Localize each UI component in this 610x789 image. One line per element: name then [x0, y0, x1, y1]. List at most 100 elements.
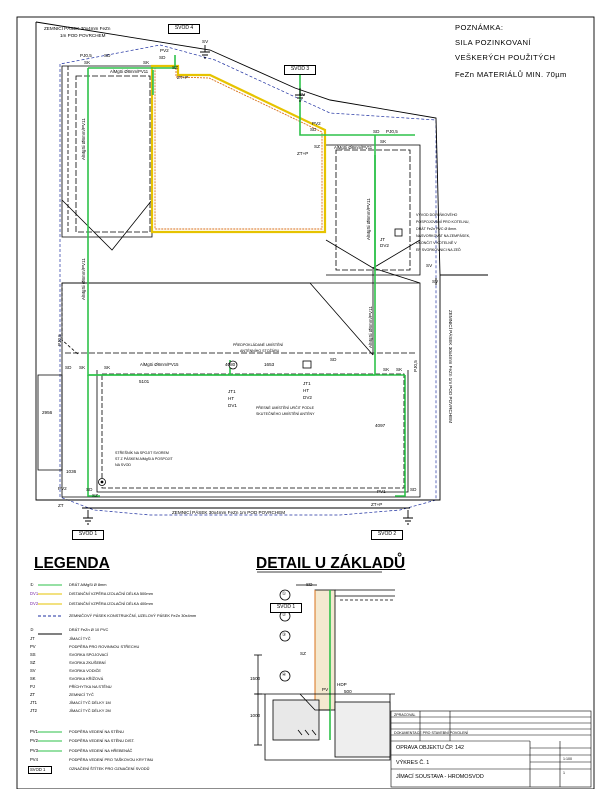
legend-desc: SVORKA SPOJOVACÍ: [69, 652, 109, 657]
sz-label-bl: SZ: [92, 493, 98, 498]
note-line-4: FeZn MATERIÁLŮ MIN. 70µm: [455, 70, 567, 79]
dim-4080: 4080: [225, 362, 236, 367]
legend-code: ①: [30, 582, 34, 587]
pv-label-bl: PV2: [58, 486, 67, 491]
tape-label-bottom: ZEMNICÍ PÁSEK 30x4mm FeZn 1m POD POVRCHE…: [172, 510, 286, 515]
conductor-label-left: AlMgSi Ø8mm/PV11: [81, 118, 86, 160]
legend-desc: PODPĚRA VEDENÍ PRO TAŠKOVOU KRYTINU: [69, 757, 154, 762]
dim-4097: 4097: [375, 423, 386, 428]
boiler-note-6: EP SVORKOVNICI NA ZEĎ: [416, 248, 461, 252]
detail-callout-1: ①: [282, 591, 287, 596]
dv2-label-center: DV2: [303, 395, 312, 400]
boiler-note-4: NASVORKOVAT NA ZEMPÁSEK,: [416, 234, 471, 238]
tb-status: DOKUMENTACE PRO STAVEBNÍ POVOLENÍ: [394, 731, 469, 735]
roof-note-2: ST Z PÁSKEM AlMgSi A POSPOJIT: [115, 457, 173, 461]
detail-callout-3: ③: [282, 632, 287, 637]
detail-title: DETAIL U ZÁKLADŮ: [256, 555, 406, 572]
legend-desc: PODPĚRA VEDENÍ NA HŘEBENÁČ: [69, 748, 133, 753]
legend-code: SV: [30, 668, 36, 673]
ht-label-center: HT: [228, 396, 235, 401]
boiler-note-3: DRÁT FeZn PVC Ø 8mm.: [416, 227, 458, 231]
tape-label-top: ZEMNICÍ PÁSEK 30x4mm FeZn: [44, 26, 111, 31]
jt1-label-right: JT1: [303, 381, 311, 386]
legend-code: PV4: [30, 757, 38, 762]
legend-code: ②: [30, 627, 34, 632]
sd-label-right: SD: [373, 129, 380, 134]
sv-label-mid: SV: [299, 92, 306, 97]
dv2-label-right: DV2: [380, 243, 389, 248]
svod-1-tag: SVOD 1: [72, 530, 104, 540]
sd-label-mid: SD: [310, 127, 317, 132]
sk-label-lower-left: SK: [79, 365, 86, 370]
sd-label-left: SD: [104, 53, 111, 58]
legend-desc: JÍMACÍ TYČ DÉLKY 2M: [69, 708, 111, 713]
conductor-label-right-v2: AlMgSi Ø8mm/PV11: [368, 306, 373, 348]
ht-label-right: HT: [303, 388, 310, 393]
tb-drawing: JÍMACÍ SOUSTAVA - HROMOSVOD: [396, 774, 484, 780]
sk-label-tl: SK: [84, 60, 91, 65]
detail-pv-label: PV: [322, 687, 329, 692]
legend-desc: DRÁT AlMgSi Ø 8mm: [69, 582, 107, 587]
legend-code: SS: [30, 652, 36, 657]
dim-5101: 5101: [139, 379, 150, 384]
legend-desc: DRÁT FeZn Ø 10 PVC: [69, 627, 109, 632]
detail-hdp-label: HDP: [337, 682, 347, 687]
sd-label-lower-left: SD: [65, 365, 72, 370]
antenna-note-2: SKUTEČNÉHO UMÍSTĚNÍ ANTÉNY: [256, 412, 315, 416]
detail-dim-1500: 1500: [250, 676, 261, 681]
legend-desc: PODPĚRA PRO ROVINNOU STŘECHU: [69, 644, 140, 649]
legend-desc: JÍMACÍ TYČ: [69, 636, 91, 641]
legend-desc: PODPĚRA VEDENÍ NA STĚNU: [69, 729, 124, 734]
svod-4-tag: SVOD 4: [168, 24, 200, 34]
dim-1653: 1653: [264, 362, 275, 367]
title-block: [390, 710, 592, 788]
sd-label-lower-right: SD: [330, 357, 337, 362]
sd-label-bl: SD: [86, 487, 93, 492]
antenna-mast-symbol: [228, 360, 238, 370]
zt-label-bl: ZT: [58, 503, 64, 508]
tb-sheet: 1: [563, 771, 565, 775]
sv-label-right: SV: [426, 263, 433, 268]
dim-1036: 1036: [66, 469, 77, 474]
legend-desc: ZEMNICÍ TYČ: [69, 692, 94, 697]
pv2-label-top: PV2: [160, 48, 169, 53]
legend-code: PV1: [30, 729, 38, 734]
sk-label-lower-left-2: SK: [104, 365, 111, 370]
sk-label-lower-right: SK: [383, 367, 390, 372]
legend-code: JT: [30, 636, 35, 641]
conductor-label-right-v: AlMgSi Ø8mm/PV11: [366, 198, 371, 240]
detail-sd-label: SD: [306, 582, 313, 587]
legend-code: JT1: [30, 700, 37, 705]
legend-lines: [38, 584, 62, 752]
ground-rods: [83, 45, 437, 525]
sk-label-tc: SK: [143, 60, 150, 65]
boiler-note-2: POSPOJOVÁNÍ PRO KOTELNU,: [416, 220, 470, 224]
ztp-label-br: ZT+P: [371, 502, 383, 507]
ztp-label-mid: ZT+P: [297, 151, 309, 156]
legend-desc: DISTANČNÍ VZPĚRA IZOLAČNÍ DÉLKA 400mm: [69, 601, 153, 606]
boiler-note-1: VÝVOD DOPLŇKOVÉHO: [416, 213, 458, 217]
roof-outline: [150, 64, 327, 234]
detail-dim-1000: 1000: [250, 713, 261, 718]
sz-label-top: SZ: [172, 65, 178, 70]
antenna-mast-label-2: ANTÉNNÍHO STOŽÁRU: [240, 349, 280, 353]
pj-label-left: PJ0,5: [80, 53, 92, 58]
legend-desc: PŘÍCHYTKA NA STĚNU: [69, 684, 112, 689]
legend-code: SK: [30, 676, 36, 681]
antenna-mast-label: PŘEDPOKLÁDANÉ UMÍSTĚNÍ: [233, 343, 284, 347]
legend-desc: JÍMACÍ TYČ DÉLKY 1M: [69, 700, 111, 705]
jt1-label-center: JT1: [228, 389, 236, 394]
legend-code: PJ: [30, 684, 35, 689]
tb-desc: VÝKRES Č. 1: [396, 760, 430, 766]
ztp-label-top: ZT+P: [177, 75, 189, 80]
legend-code: PV3: [30, 748, 38, 753]
sv-label-right-2: SV: [432, 279, 439, 284]
legend-code: SVOD 1: [28, 766, 52, 774]
legend-desc: ZEMNIČOVÝ PÁSEK KONSTRUKČNÍ, UZELOVÝ PÁS…: [69, 613, 197, 618]
conductor-label-left-2: AlMgSi Ø8mm/PV11: [81, 258, 86, 300]
pv1-label-br: PV1: [377, 489, 386, 494]
legend-code: SZ: [30, 660, 36, 665]
pv2-label-mid: PV2: [312, 121, 321, 126]
legend-code: DV1: [30, 591, 39, 596]
